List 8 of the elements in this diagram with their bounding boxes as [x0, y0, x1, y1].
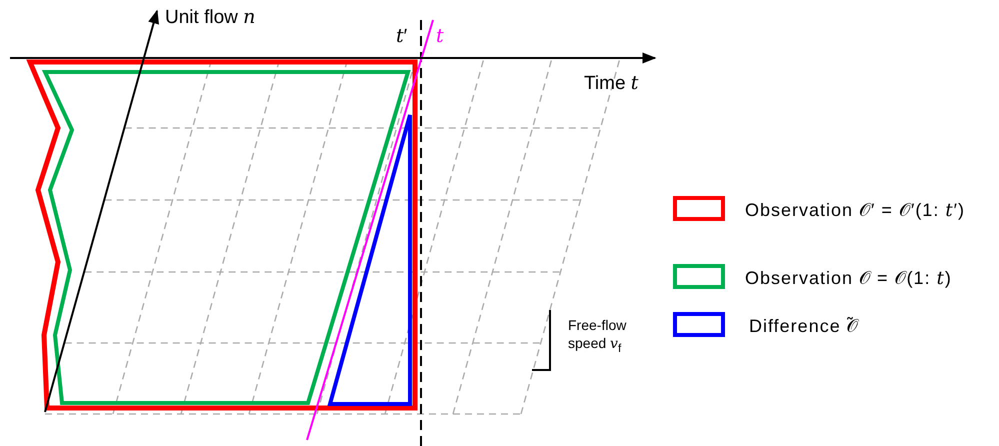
- axis-label: Unit flow n: [165, 8, 256, 27]
- time-label: t: [436, 27, 444, 46]
- legend-label: Observation 𝒪 = 𝒪(1: t): [745, 269, 952, 288]
- time-label: t′: [396, 27, 408, 46]
- annotation-text: Free-flow speed v$_{f}$: [568, 316, 628, 356]
- legend-label: Difference 𝒪̃: [749, 317, 860, 336]
- axis-label: Time t: [584, 74, 638, 93]
- legend-label: Observation 𝒪′ = 𝒪′(1: t′): [745, 201, 965, 220]
